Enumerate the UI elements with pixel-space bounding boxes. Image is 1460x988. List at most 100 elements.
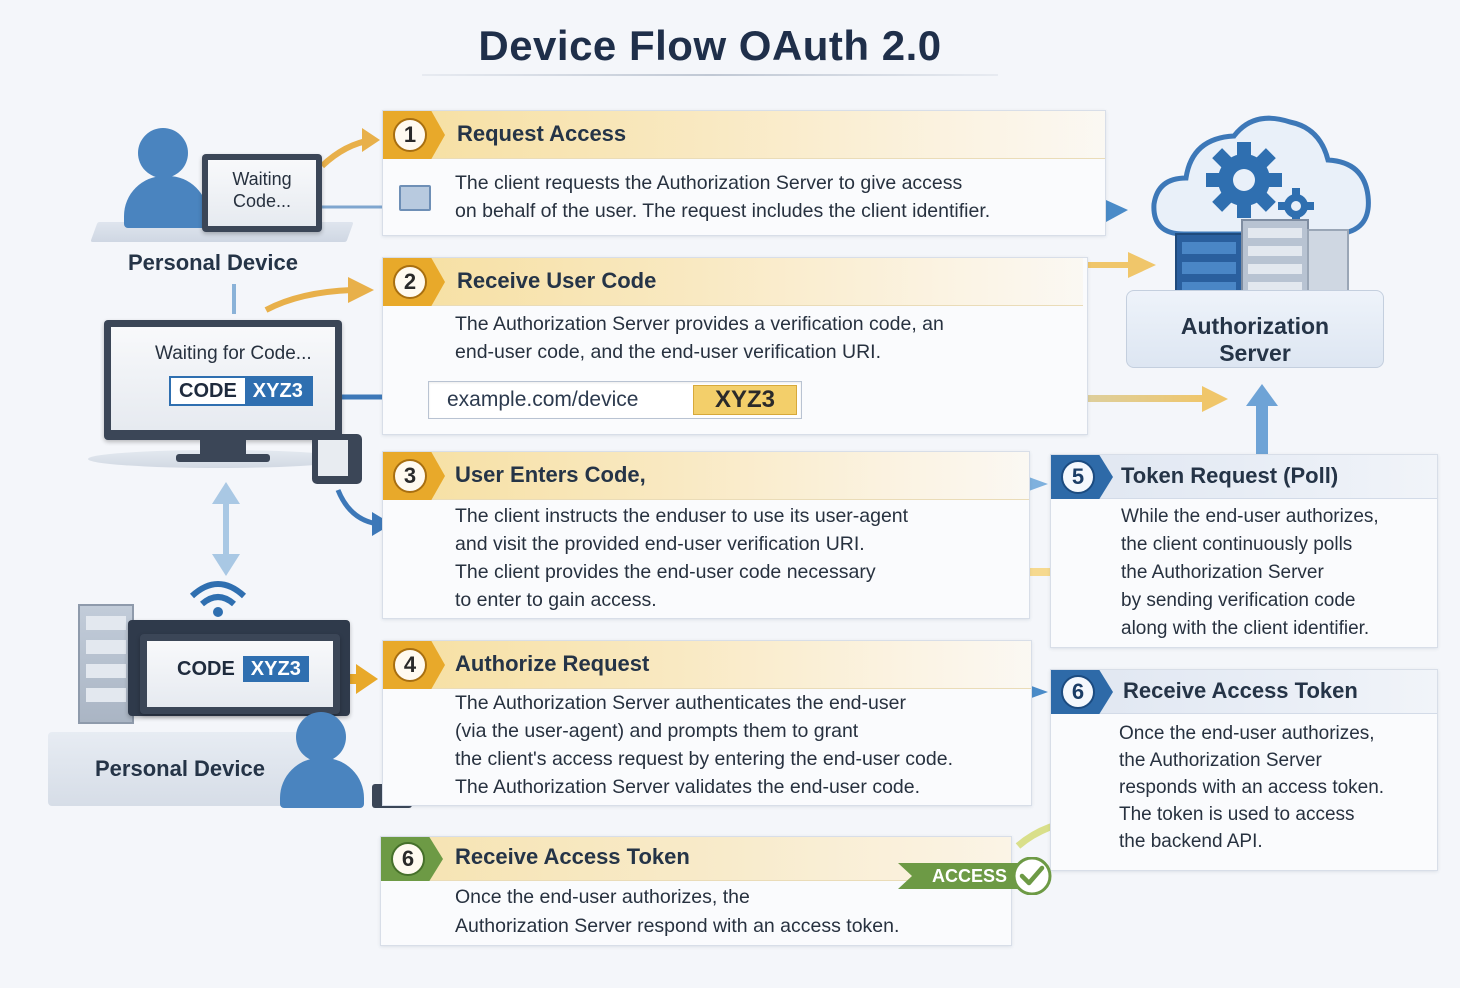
step-4-line-1: The Authorization Server authenticates t… (455, 692, 906, 714)
step-6-right-badge: 6 (1051, 670, 1113, 714)
monitor-code-key: CODE (171, 378, 245, 404)
monitor-screen: Waiting for Code... CODE XYZ3 (111, 327, 335, 430)
step-6-right-line-3: responds with an access token. (1119, 777, 1385, 798)
personal-device-label-bottom: Personal Device (95, 756, 265, 781)
step-5-number: 5 (1061, 460, 1095, 494)
step-5-line-4: by sending verification code (1121, 590, 1356, 611)
step-3-header (383, 452, 1029, 500)
bottom-monitor-screen: CODE XYZ3 (147, 641, 333, 707)
step-2-header (383, 258, 1083, 306)
cloud-server-icon (1151, 115, 1371, 299)
step-6-bottom-line-2: Authorization Server respond with an acc… (455, 915, 900, 937)
step-5-badge: 5 (1051, 455, 1113, 499)
tablet-screen: Waiting Code... (208, 160, 316, 226)
step-6-right-number: 6 (1061, 675, 1095, 709)
step-6-right-line-5: the backend API. (1119, 831, 1263, 852)
step-3-number: 3 (393, 459, 427, 493)
step-4-text: The Authorization Server authenticates t… (455, 689, 1017, 801)
step-5-title: Token Request (Poll) (1121, 463, 1339, 488)
user-avatar-bottom-icon (296, 712, 346, 762)
arrow-device-to-step1-head (362, 128, 380, 152)
step-4-line-3: the client's access request by entering … (455, 748, 954, 770)
desktop-monitor: Waiting for Code... CODE XYZ3 (104, 320, 342, 440)
server-rack-icon (78, 604, 134, 724)
step-6-card-right: 6 Receive Access Token Once the end-user… (1050, 669, 1438, 871)
step-5-text: While the end-user authorizes, the clien… (1121, 503, 1423, 643)
step-4-number: 4 (393, 648, 427, 682)
step-3-card: 3 User Enters Code, The client instructs… (382, 451, 1030, 619)
arrow-step1-to-server (1106, 200, 1128, 222)
window-icon (399, 185, 431, 211)
user-body-icon (124, 176, 208, 228)
step-6-right-line-2: the Authorization Server (1119, 750, 1322, 771)
step-6-bottom-text: Once the end-user authorizes, the Author… (455, 883, 997, 941)
verification-url: example.com/device (447, 388, 639, 411)
auth-server-label-line2: Server (1219, 340, 1291, 366)
step-6-bottom-header (381, 837, 1011, 881)
verification-user-code: XYZ3 (693, 385, 797, 415)
step-6-bottom-line-1: Once the end-user authorizes, the (455, 886, 750, 908)
step-3-badge: 3 (383, 452, 445, 500)
arrow-devices-up (212, 482, 240, 504)
auth-server-label: Authorization Server (1127, 313, 1383, 367)
arrow-device-to-step4 (356, 664, 378, 694)
arrow-server-to-step2 (1081, 262, 1130, 300)
step-6-right-header (1051, 670, 1437, 714)
small-tablet-icon (312, 434, 362, 484)
step-1-badge: 1 (383, 111, 445, 159)
step-1-line-1: The client requests the Authorization Se… (455, 172, 963, 194)
step-6-bottom-number: 6 (391, 842, 425, 876)
access-label: ACCESS (932, 866, 1008, 886)
step-3-line-2: and visit the provided end-user verifica… (455, 533, 865, 555)
step-6-card-bottom: 6 Receive Access Token Once the end-user… (380, 836, 1012, 946)
tablet-code-text: Code... (232, 191, 292, 211)
step-4-line-4: The Authorization Server validates the e… (455, 776, 921, 798)
step-4-header (383, 641, 1031, 689)
monitor-base (176, 454, 270, 462)
step-1-line-2: on behalf of the user. The request inclu… (455, 200, 991, 222)
user-avatar-icon (138, 128, 188, 178)
arrow-url-to-server (1202, 386, 1228, 412)
step-5-line-1: While the end-user authorizes, (1121, 506, 1379, 527)
step-1-text: The client requests the Authorization Se… (455, 169, 1091, 225)
step-3-title: User Enters Code, (455, 462, 646, 487)
step-4-badge: 4 (383, 641, 445, 689)
monitor-code-chip: CODE XYZ3 (169, 376, 313, 406)
step-1-title: Request Access (457, 121, 627, 146)
page-title: Device Flow OAuth 2.0 (478, 22, 942, 69)
bottom-monitor: CODE XYZ3 (140, 634, 340, 714)
step-2-text: The Authorization Server provides a veri… (455, 310, 1073, 366)
step-2-line-2: end-user code, and the end-user verifica… (455, 341, 881, 363)
tablet-device: Waiting Code... (202, 154, 322, 232)
monitor-code-value: XYZ3 (244, 378, 311, 404)
step-2-number: 2 (393, 265, 427, 299)
step-3-line-4: to enter to gain access. (455, 589, 657, 611)
step-3-text: The client instructs the enduser to use … (455, 502, 1015, 614)
access-badge: ACCESS (898, 857, 1052, 895)
step-5-header (1051, 455, 1437, 499)
arrow-device-to-step2 (264, 287, 353, 313)
step-3-line-3: The client provides the end-user code ne… (455, 561, 876, 583)
step-2-title: Receive User Code (457, 268, 657, 293)
monitor-waiting-text: Waiting for Code... (155, 343, 312, 364)
checkmark-icon (1019, 865, 1045, 886)
step-5-card: 5 Token Request (Poll) While the end-use… (1050, 454, 1438, 648)
bottom-code-value: XYZ3 (242, 656, 309, 682)
auth-server-label-line1: Authorization (1180, 313, 1330, 339)
step-3-line-1: The client instructs the enduser to use … (455, 505, 909, 527)
step-6-right-text: Once the end-user authorizes, the Author… (1119, 720, 1423, 855)
title-underline (422, 74, 998, 76)
step-5-line-2: the client continuously polls (1121, 534, 1353, 555)
monitor-stand (200, 440, 246, 456)
step-4-line-2: (via the user-agent) and prompts them to… (455, 720, 859, 742)
step-6-bottom-badge: 6 (381, 837, 443, 881)
tablet-waiting-text: Waiting (232, 169, 292, 189)
step-2-badge: 2 (383, 258, 445, 306)
wifi-icon (189, 581, 247, 617)
bottom-code-chip: CODE XYZ3 (167, 654, 311, 684)
step-4-title: Authorize Request (455, 651, 650, 676)
auth-server-box: Authorization Server (1126, 290, 1384, 368)
bottom-code-key: CODE (177, 658, 235, 680)
step-4-card: 4 Authorize Request The Authorization Se… (382, 640, 1032, 806)
step-2-line-1: The Authorization Server provides a veri… (455, 313, 944, 335)
